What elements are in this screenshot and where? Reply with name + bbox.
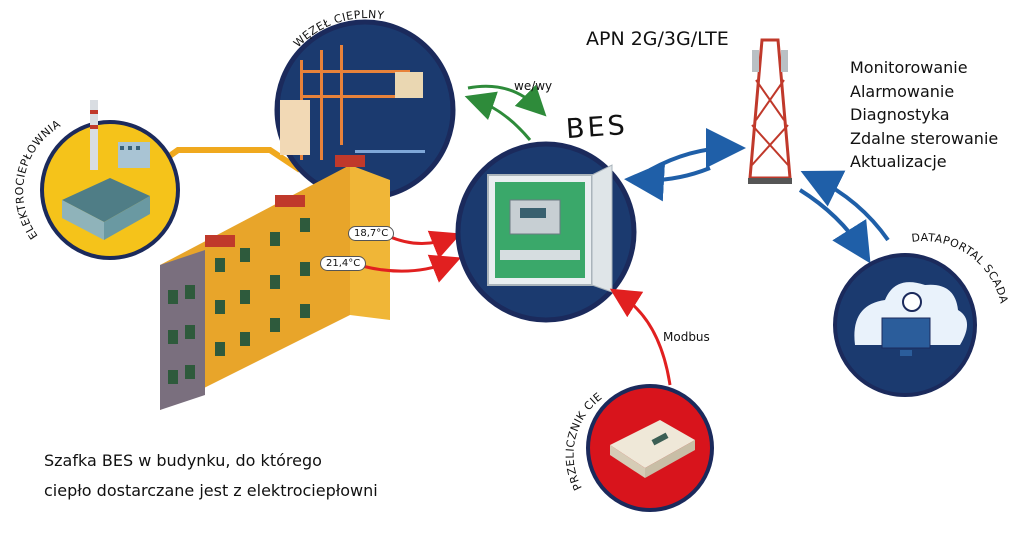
bes-cabinet-node: [455, 141, 637, 323]
chp-plant-node: [40, 100, 180, 260]
io-arrow-bottom: [464, 91, 532, 141]
scada-node: [833, 253, 977, 397]
temp-arrow-2: [361, 254, 462, 283]
tower-to-scada-arrow: [798, 188, 871, 264]
feature-item: Alarmowanie: [850, 81, 955, 101]
caption-line: Szafka BES w budynku, do którego: [44, 451, 322, 470]
temp-arrow-1: [387, 230, 462, 259]
modbus-arrow: [609, 288, 672, 386]
caption-line: ciepło dostarczane jest z elektrociepłow…: [44, 481, 378, 500]
temperature-badge: 18,7°C: [348, 226, 395, 241]
bes-label: BES: [564, 109, 629, 146]
caption: Szafka BES w budynku, do którego ciepło …: [44, 446, 378, 506]
scada-to-tower-arrow: [800, 170, 890, 242]
feature-item: Monitorowanie: [850, 58, 968, 77]
io-arrow-top: [467, 84, 547, 117]
feature-item: Diagnostyka: [850, 105, 950, 124]
apartment-buildings: [160, 155, 390, 410]
io-label: we/wy: [514, 79, 553, 93]
temperature-badge: 21,4°C: [320, 256, 367, 271]
cell-tower-icon: [748, 38, 792, 184]
network-label: APN 2G/3G/LTE: [586, 28, 729, 50]
tower-to-bes-arrow: [624, 161, 711, 202]
bes-to-tower-arrow: [649, 128, 746, 172]
heat-meter-node: [586, 384, 714, 512]
feature-item: Aktualizacje: [850, 152, 947, 171]
feature-item: Zdalne sterowanie: [850, 128, 999, 148]
modbus-label: Modbus: [663, 330, 710, 344]
heat-node-circle: [274, 19, 456, 201]
feature-list: Monitorowanie Alarmowanie Diagnostyka Zd…: [850, 56, 998, 174]
